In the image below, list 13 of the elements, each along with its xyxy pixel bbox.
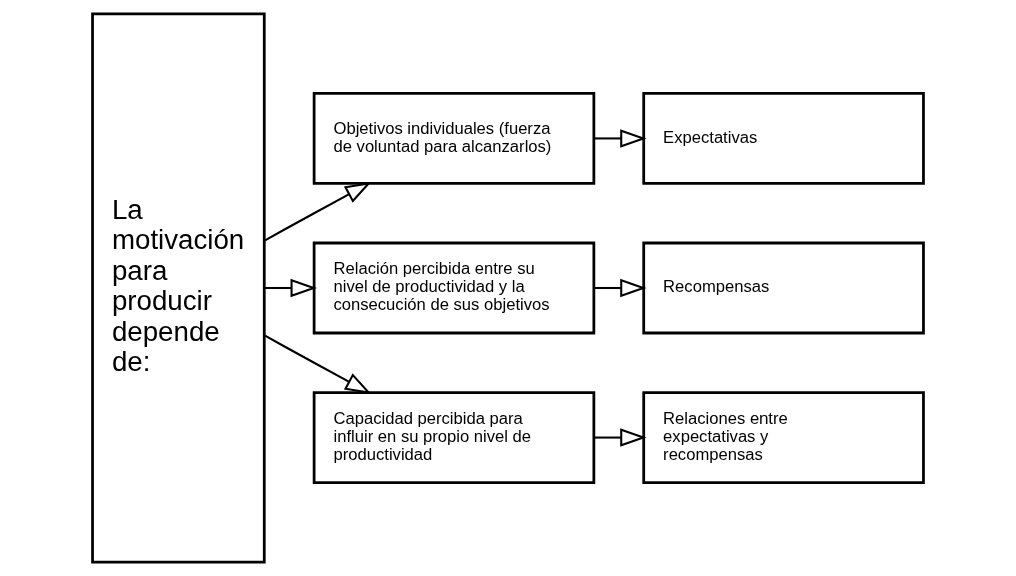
node-box: Expectativas — [642, 92, 925, 185]
node-box: Relaciones entre expectativas y recompensas — [642, 391, 925, 484]
arrow — [594, 278, 647, 298]
node-box: Recompensas — [642, 241, 925, 335]
arrow — [264, 334, 372, 394]
arrow — [264, 278, 317, 298]
node-box: La motivación para producir depende de: — [91, 12, 266, 564]
node-box: Objetivos individuales (fuerza de voluntad para alcanzarlos) — [312, 92, 596, 185]
node-box: Relación percibida entre su nivel de productividad y la consecución de sus objetivos — [312, 241, 596, 335]
node-box: Capacidad percibida para influir en su propio nivel de productividad — [312, 391, 596, 484]
arrow — [594, 428, 647, 447]
arrow — [264, 182, 372, 242]
arrow — [594, 129, 647, 148]
